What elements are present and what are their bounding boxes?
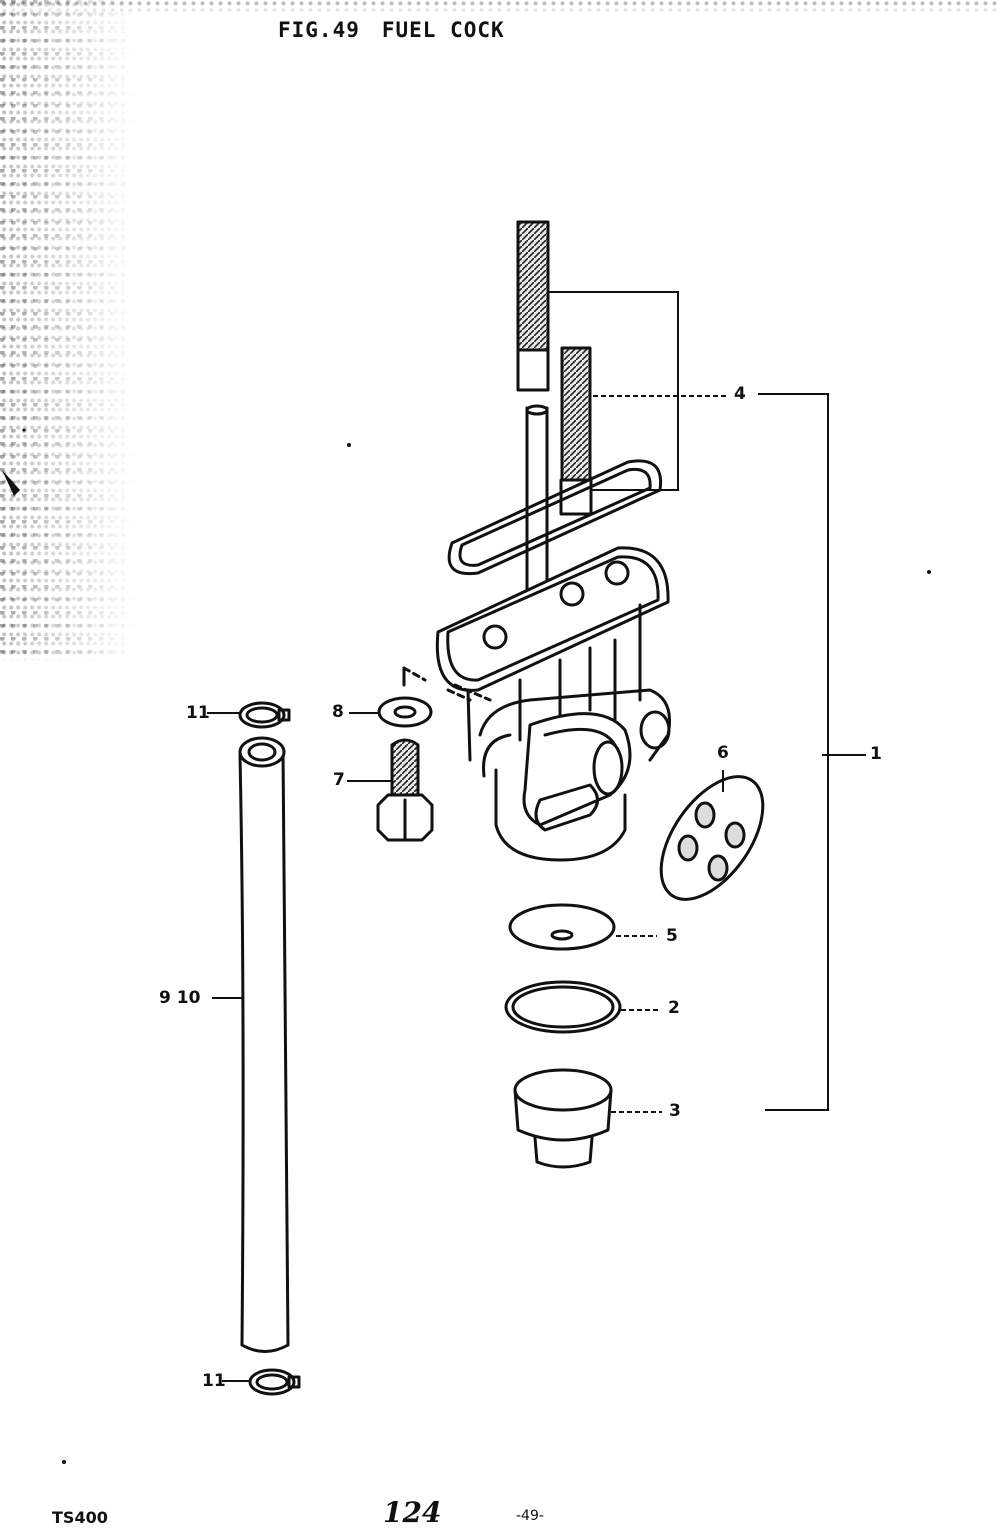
callout-8: 8 <box>332 702 344 722</box>
callout-11-top: 11 <box>186 703 210 723</box>
fuel-filter-screen <box>516 220 593 615</box>
callout-2: 2 <box>668 998 680 1018</box>
callout-3: 3 <box>669 1101 681 1121</box>
lever-gasket <box>659 775 765 901</box>
fuel-cock-body <box>402 546 671 862</box>
hose-clip-bottom <box>248 1368 301 1396</box>
bolt-washer <box>377 696 433 728</box>
scan-noise-left <box>0 0 135 660</box>
model-code: TS400 <box>52 1508 108 1527</box>
callout-5: 5 <box>666 926 678 946</box>
page-number: 124 <box>383 1496 442 1529</box>
sediment-screen <box>508 903 616 951</box>
callout-6: 6 <box>717 743 729 763</box>
scan-specks <box>2 428 931 1464</box>
leader-lines <box>207 291 866 1382</box>
fuel-hose <box>238 736 290 1353</box>
callout-1: 1 <box>870 744 882 764</box>
figure-title: FIG.49 FUEL COCK <box>278 18 527 42</box>
hose-clip-top <box>238 701 291 729</box>
figure-page-number: -49- <box>516 1508 544 1524</box>
callout-11-bottom: 11 <box>202 1371 226 1391</box>
scan-noise-top <box>0 0 1000 14</box>
callout-9-10: 9 10 <box>159 988 201 1008</box>
cup-o-ring <box>504 980 622 1034</box>
mounting-bolt <box>376 738 434 842</box>
callout-7: 7 <box>333 770 345 790</box>
figure-number: FIG.49 <box>278 18 360 42</box>
callout-4: 4 <box>734 384 746 404</box>
figure-name: FUEL COCK <box>381 18 505 42</box>
sediment-cup <box>513 1068 613 1169</box>
